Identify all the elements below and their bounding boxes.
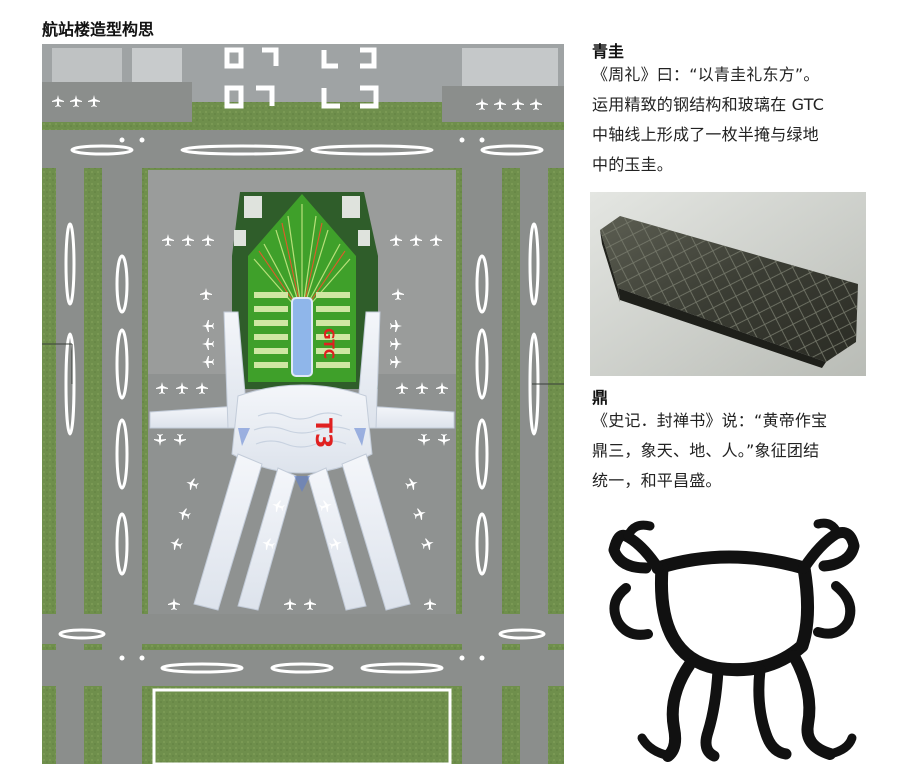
qinggui-line: 《周礼》曰：“以青圭礼东方”。: [592, 65, 820, 84]
ding-line: 统一，和平昌盛。: [592, 471, 722, 490]
hub-roof-pattern: [253, 412, 351, 448]
page-title: 航站楼造型构思: [42, 20, 155, 39]
ding-description: 《史记．封禅书》说：“黄帝作宝 鼎三，象天、地、人。”象征团结 统一，和平昌盛。: [592, 406, 877, 496]
terminal-aerial-plan: GTC T3: [42, 44, 564, 764]
t3-label: T3: [310, 418, 335, 448]
city-block-buildings: [224, 47, 379, 109]
gtc-glass-building: [291, 297, 313, 377]
ding-heading: 鼎: [592, 388, 609, 407]
ding-oracle-glyph-icon: [598, 506, 868, 764]
qinggui-line: 运用精致的钢结构和玻璃在 GTC: [592, 95, 825, 114]
taxiway-markings: [58, 144, 546, 674]
qinggui-line: 中的玉圭。: [592, 155, 674, 174]
qinggui-heading: 青圭: [592, 42, 625, 61]
gtc-label: GTC: [320, 328, 336, 359]
jade-tablet-photo: [590, 192, 866, 376]
qinggui-line: 中轴线上形成了一枚半掩与绿地: [592, 125, 819, 144]
ding-line: 鼎三，象天、地、人。”象征团结: [592, 441, 820, 460]
qinggui-description: 《周礼》曰：“以青圭礼东方”。 运用精致的钢结构和玻璃在 GTC 中轴线上形成了…: [592, 60, 877, 180]
ding-line: 《史记．封禅书》说：“黄帝作宝: [592, 411, 828, 430]
terminal-t3-roof: [149, 311, 455, 611]
